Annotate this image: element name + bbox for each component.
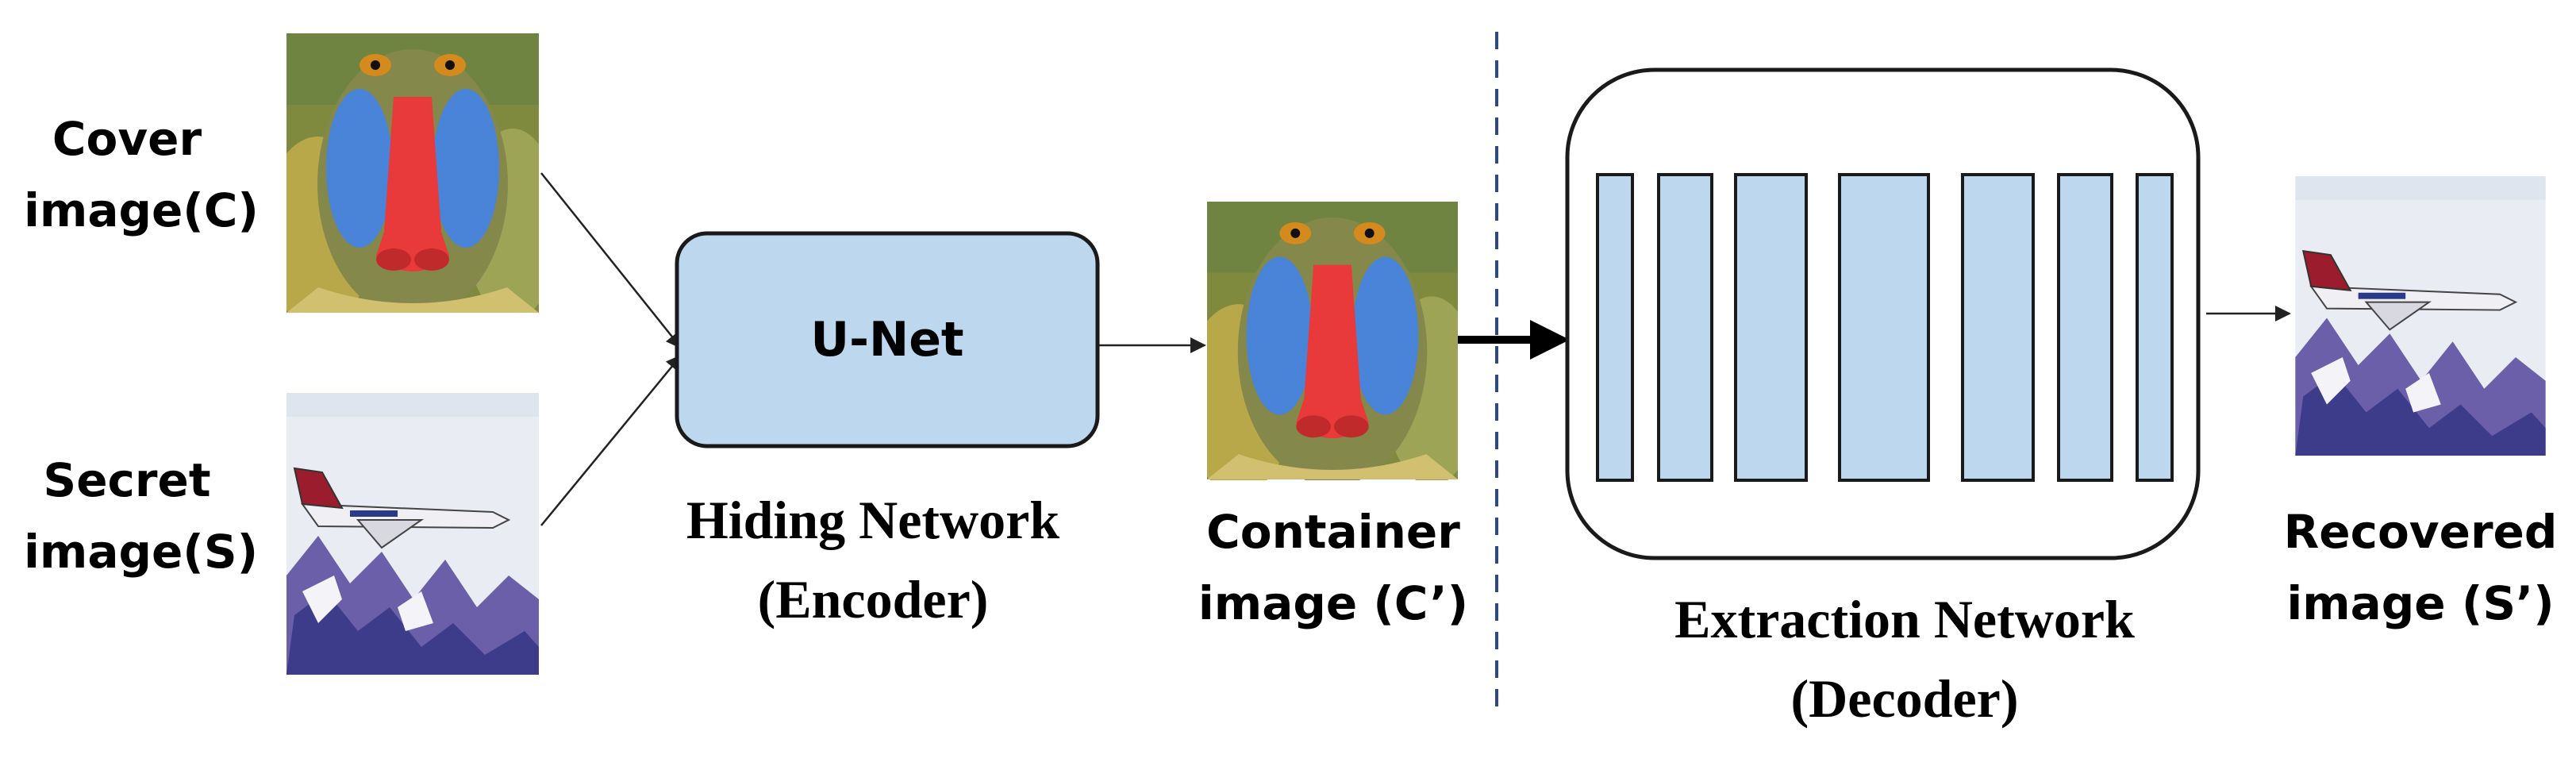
recovered-image-label: Recovered image (S’) bbox=[2270, 496, 2571, 639]
container-label-line1: Container bbox=[1206, 505, 1460, 559]
unet-block bbox=[675, 231, 1100, 448]
decoder-layer bbox=[1961, 173, 2035, 482]
decoder-layer bbox=[1596, 173, 1634, 482]
secret-label-line1: Secret bbox=[43, 453, 211, 507]
cover-image-label: Cover image(C) bbox=[24, 103, 259, 246]
hiding-network-label: Hiding Network (Encoder) bbox=[627, 480, 1119, 639]
secret-label-line2: image(S) bbox=[24, 525, 259, 579]
container-image-mandrill bbox=[1207, 202, 1458, 480]
extraction-label-line2: (Decoder) bbox=[1790, 668, 2019, 729]
unet-label: U-Net bbox=[810, 312, 964, 368]
decoder-layer bbox=[1657, 173, 1713, 482]
hiding-label-line1: Hiding Network bbox=[686, 490, 1060, 550]
secret-image-jet bbox=[286, 393, 539, 675]
recovered-label-line2: image (S’) bbox=[2286, 576, 2555, 630]
decoder-layer bbox=[2057, 173, 2113, 482]
secret-to-unet-arrow bbox=[540, 354, 682, 526]
cover-label-line2: image(C) bbox=[24, 183, 259, 237]
extraction-label-line1: Extraction Network bbox=[1674, 589, 2135, 649]
recovered-label-line1: Recovered bbox=[2283, 505, 2558, 559]
cover-to-unet-arrow bbox=[540, 172, 682, 349]
extraction-network-label: Extraction Network (Decoder) bbox=[1627, 579, 2182, 738]
hiding-label-line2: (Encoder) bbox=[757, 569, 989, 629]
secret-image-label: Secret image(S) bbox=[24, 445, 259, 587]
container-image-label: Container image (C’) bbox=[1182, 496, 1484, 639]
container-label-line2: image (C’) bbox=[1198, 576, 1469, 630]
decoder-layer bbox=[1734, 173, 1808, 482]
cover-label-line1: Cover bbox=[52, 112, 202, 166]
cover-image-mandrill bbox=[286, 33, 539, 313]
decoder-layer bbox=[1838, 173, 1930, 482]
decoder-layer bbox=[2136, 173, 2174, 482]
recovered-image-jet bbox=[2295, 176, 2546, 456]
